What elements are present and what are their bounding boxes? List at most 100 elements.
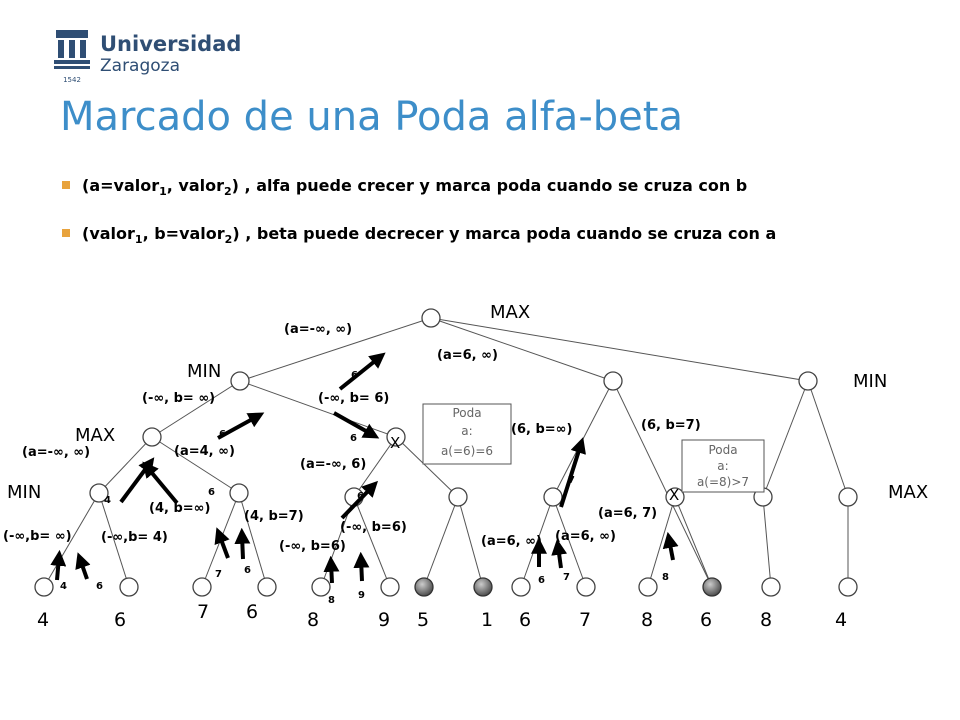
tree-node bbox=[230, 371, 250, 391]
propagation-arrow bbox=[142, 461, 179, 505]
propagation-arrow bbox=[340, 480, 379, 520]
level-label-max: MAX bbox=[888, 482, 928, 503]
leaf-value: 4 bbox=[37, 609, 49, 631]
annotation: (-∞, b= 6) bbox=[318, 391, 389, 406]
tree-node bbox=[838, 487, 858, 507]
level-label-max: MAX bbox=[490, 302, 530, 323]
prune-box-cond: a(=6)=6 bbox=[441, 444, 493, 458]
annotation: (-∞,b= ∞) bbox=[3, 529, 72, 544]
annotation: (a=6, 7) bbox=[598, 506, 657, 521]
level-label-min: MIN bbox=[187, 361, 221, 382]
prune-box: Poda a: a(=8)>7 bbox=[681, 439, 765, 493]
arrow-value: 6 bbox=[219, 429, 226, 440]
leaf-node bbox=[119, 577, 139, 597]
prune-box-title: Poda bbox=[452, 406, 481, 420]
leaf-value: 1 bbox=[481, 609, 493, 631]
leaf-value: 6 bbox=[519, 609, 531, 631]
annotation: (-∞, b=6) bbox=[340, 520, 407, 535]
tree-node-root bbox=[421, 308, 441, 328]
annotation: (-∞,b= 4) bbox=[101, 530, 168, 545]
propagation-arrow bbox=[323, 555, 340, 584]
tree-edges bbox=[43, 317, 849, 588]
tree-node bbox=[543, 487, 563, 507]
level-label-min: MIN bbox=[853, 371, 887, 392]
alpha-beta-annotations: (a=-∞, ∞) (a=6, ∞) (-∞, b= ∞) (-∞, b= 6)… bbox=[3, 322, 701, 554]
arrow-value: 6 bbox=[96, 581, 103, 592]
arrow-value: 6 bbox=[357, 491, 364, 502]
prune-box-cond: a(=8)>7 bbox=[697, 475, 749, 489]
bullet-marker-icon bbox=[62, 181, 70, 189]
arrow-values: 6 6 6 4 4 6 6 7 6 6 8 9 7 6 7 8 bbox=[60, 370, 669, 606]
propagation-arrow bbox=[75, 552, 91, 580]
prune-box-title: Poda bbox=[708, 443, 737, 457]
bullet-alpha: (a=valor1, valor2) , alfa puede crecer y… bbox=[62, 176, 747, 198]
annotation: (a=6, ∞) bbox=[437, 348, 498, 363]
tree-node bbox=[142, 427, 162, 447]
leaf-value: 8 bbox=[760, 609, 772, 631]
propagation-arrow bbox=[662, 531, 679, 561]
university-logo: 1542 Universidad Zaragoza bbox=[50, 28, 241, 88]
annotation: (a=-∞, ∞) bbox=[284, 322, 352, 337]
annotation: (4, b=∞) bbox=[149, 501, 210, 516]
propagation-arrow bbox=[353, 551, 370, 582]
tree-node bbox=[89, 483, 109, 503]
propagation-arrow bbox=[338, 352, 386, 391]
logo-line-1: Universidad bbox=[100, 32, 242, 56]
annotation: (a=6, ∞) bbox=[555, 529, 616, 544]
leaf-node bbox=[511, 577, 531, 597]
leaf-node-pruned bbox=[414, 577, 434, 597]
arrow-value: 6 bbox=[350, 433, 357, 444]
annotation: (6, b=∞) bbox=[511, 422, 572, 437]
leaf-node bbox=[638, 577, 658, 597]
arrow-value: 6 bbox=[208, 487, 215, 498]
arrow-value: 4 bbox=[60, 581, 67, 592]
leaf-node-pruned bbox=[702, 577, 722, 597]
propagation-arrow bbox=[551, 538, 568, 569]
tree-node bbox=[448, 487, 468, 507]
propagation-arrow bbox=[214, 527, 230, 559]
propagation-arrows bbox=[50, 352, 679, 584]
leaf-value: 7 bbox=[197, 601, 209, 623]
leaf-node bbox=[311, 577, 331, 597]
prune-box-sub: a: bbox=[717, 459, 728, 473]
tree-node bbox=[603, 371, 623, 391]
annotation: (a=4, ∞) bbox=[174, 444, 235, 459]
leaf-node bbox=[838, 577, 858, 597]
leaf-value: 8 bbox=[307, 609, 319, 631]
leaf-node bbox=[192, 577, 212, 597]
prune-mark: X bbox=[669, 486, 679, 504]
propagation-arrow bbox=[333, 411, 380, 439]
propagation-arrow bbox=[559, 437, 586, 508]
leaf-node bbox=[257, 577, 277, 597]
annotation: (-∞, b= ∞) bbox=[142, 391, 215, 406]
leaf-node bbox=[380, 577, 400, 597]
leaf-value: 4 bbox=[835, 609, 847, 631]
leaf-value: 6 bbox=[246, 601, 258, 623]
leaf-value: 9 bbox=[378, 609, 390, 631]
level-label-min: MIN bbox=[7, 482, 41, 503]
annotation: (6, b=7) bbox=[641, 418, 701, 433]
propagation-arrow bbox=[234, 527, 251, 560]
annotation: (a=6, ∞) bbox=[481, 534, 542, 549]
arrow-value: 6 bbox=[351, 370, 358, 381]
annotation: (a=-∞, ∞) bbox=[22, 445, 90, 460]
page-title: Marcado de una Poda alfa-beta bbox=[60, 94, 683, 140]
arrow-value: 6 bbox=[538, 575, 545, 586]
arrow-value: 6 bbox=[244, 565, 251, 576]
leaf-value: 5 bbox=[417, 609, 429, 631]
prune-mark: X bbox=[390, 434, 400, 452]
level-label-max: MAX bbox=[75, 425, 115, 446]
tree-node bbox=[665, 487, 685, 507]
university-crest-icon: 1542 bbox=[54, 30, 90, 84]
propagation-arrow bbox=[217, 412, 265, 440]
leaf-node bbox=[34, 577, 54, 597]
arrow-value: 9 bbox=[358, 590, 365, 601]
annotation: (a=-∞, 6) bbox=[300, 457, 366, 472]
arrow-value: 7 bbox=[568, 475, 575, 486]
arrow-value: 8 bbox=[662, 572, 669, 583]
propagation-arrow bbox=[119, 457, 155, 504]
leaf-node bbox=[761, 577, 781, 597]
crest-year: 1542 bbox=[63, 76, 81, 84]
arrow-value: 7 bbox=[563, 572, 570, 583]
